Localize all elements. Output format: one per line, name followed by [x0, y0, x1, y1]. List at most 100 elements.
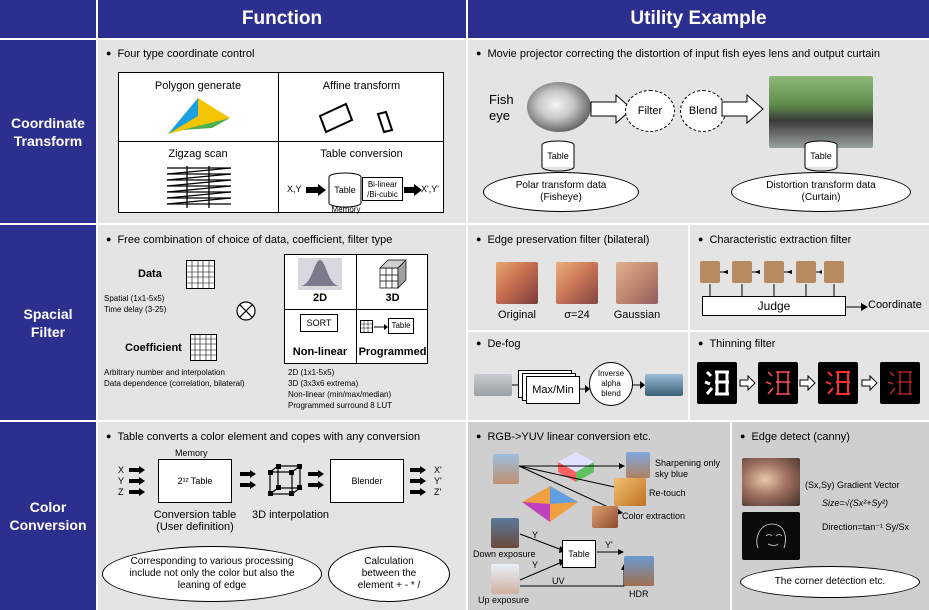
processing-bubble: Corresponding to various processing incl…	[102, 546, 322, 602]
zigzag-icon	[166, 166, 232, 208]
retouch-text: Re-touch	[649, 488, 686, 498]
y-label: Y	[118, 476, 125, 486]
y-label: Y	[532, 560, 539, 570]
interp-caption: 3D interpolation	[252, 509, 330, 521]
grid-divider	[284, 309, 428, 310]
arrow-right-icon	[306, 184, 326, 196]
grid-divider	[278, 72, 279, 213]
eye-label: eye	[489, 108, 510, 123]
lattice-3d-icon	[268, 464, 302, 496]
dependence-text: Data dependence (correlation, bilateral)	[104, 379, 245, 388]
hdr-table-box: Table	[562, 540, 596, 568]
row-label-text: Spacial Filter	[23, 305, 73, 340]
color-bullet: Table converts a color element and copes…	[106, 431, 420, 443]
row-label-text: Color Conversion	[9, 499, 87, 533]
triple-arrow-icon	[410, 466, 426, 496]
hollow-arrow-icon	[721, 93, 764, 125]
coordinate-label: Coordinate	[868, 299, 922, 311]
polar-callout: Polar transform data(Fisheye)	[483, 172, 639, 212]
sharpened-image	[626, 452, 650, 478]
hdr-label: HDR	[629, 589, 649, 599]
glyph-strokes	[825, 371, 850, 395]
gaussian-2d-icon	[298, 258, 342, 290]
fog-image	[474, 374, 512, 396]
type-list-4: Programmed surround 8 LUT	[288, 401, 393, 410]
portrait-image	[493, 454, 519, 484]
clear-image	[645, 374, 683, 396]
affine-label: Affine transform	[322, 80, 401, 92]
edge-bullet: Edge preservation filter (bilateral)	[476, 234, 649, 246]
time-delay-text: Time delay (3-25)	[104, 305, 167, 314]
uv-label: UV	[552, 576, 565, 586]
face-image	[700, 261, 720, 283]
callout-line: Distortion transform data	[766, 180, 876, 191]
glyph-strokes	[704, 370, 729, 396]
yp-label: Y'	[605, 540, 613, 550]
utility-header: Utility Example	[468, 0, 929, 38]
affine-icon	[318, 102, 394, 134]
grid-icon	[190, 334, 217, 361]
cube-3d-icon	[379, 259, 407, 289]
conv-table-caption-2: (User definition)	[156, 521, 234, 533]
canny-bullet: Edge detect (canny)	[740, 431, 849, 443]
type-3d-label: 3D	[385, 292, 400, 304]
zigzag-label: Zigzag scan	[168, 148, 228, 160]
blend-node: Blend	[680, 90, 726, 132]
sigma-label: σ=24	[564, 309, 590, 321]
tensor-product-icon	[236, 301, 256, 321]
hollow-arrow-icon	[861, 374, 878, 392]
face-image	[764, 261, 784, 283]
extraction-arrows	[709, 270, 835, 296]
spatial-bullet: Free combination of choice of data, coef…	[106, 234, 392, 246]
glyph-strokes	[765, 371, 790, 395]
memory-label: Memory	[175, 448, 208, 458]
double-arrow-icon	[240, 470, 256, 489]
glyph-strokes	[887, 371, 912, 395]
retouch-image	[614, 478, 646, 506]
programmed-label: Programmed	[358, 346, 427, 358]
xy-output-label: X',Y'	[421, 184, 439, 194]
up-exposure-label: Up exposure	[478, 595, 530, 605]
corner-header	[0, 0, 96, 38]
table-cylinder-icon	[328, 172, 362, 208]
down-exposure-image	[491, 518, 519, 548]
arrow-right-icon	[374, 324, 388, 330]
spatial-range-text: Spatial (1x1-5x5)	[104, 294, 165, 303]
double-arrow-icon	[308, 470, 324, 489]
type-list-1: 2D (1x1-5x5)	[288, 368, 335, 377]
xo-label: X'	[434, 465, 442, 475]
type-2d-label: 2D	[312, 292, 328, 304]
thinning-image	[697, 362, 737, 404]
filter-node: Filter	[625, 90, 675, 132]
callout-line: Polar transform data	[515, 180, 607, 191]
hollow-arrow-icon	[739, 374, 756, 392]
grid-divider	[118, 141, 444, 142]
arrow-right-icon	[404, 184, 422, 196]
z-label: Z	[118, 487, 124, 497]
hollow-arrow-icon	[590, 93, 633, 125]
thinning-image	[758, 362, 798, 404]
table-label: Table	[334, 185, 356, 195]
direction-formula: Direction=tan⁻¹ Sy/Sx	[822, 522, 910, 532]
grid-icon	[186, 260, 215, 289]
zo-label: Z'	[434, 487, 442, 497]
polygon-label: Polygon generate	[154, 80, 242, 92]
arrow-right-icon	[580, 385, 590, 393]
polygon-icon	[168, 98, 230, 134]
function-header: Function	[98, 0, 466, 38]
triple-arrow-icon	[129, 466, 145, 496]
callout-line: (Curtain)	[801, 192, 841, 203]
extract-text: Color extraction	[622, 511, 686, 521]
extract-image	[592, 506, 618, 528]
coefficient-heading: Coefficient	[125, 342, 182, 354]
thinning-image	[818, 362, 858, 404]
xy-input-label: X,Y	[287, 184, 302, 194]
row-label-color: Color Conversion	[0, 422, 96, 610]
face-image	[824, 261, 844, 283]
thinning-bullet: Thinning filter	[698, 338, 775, 350]
table-label: Table	[547, 151, 569, 161]
sharpening-text: Sharpening only sky blue	[655, 458, 721, 479]
gradient-text: (Sx,Sy) Gradient Vector	[805, 480, 900, 490]
rgb-bullet: RGB->YUV linear conversion etc.	[476, 431, 651, 443]
